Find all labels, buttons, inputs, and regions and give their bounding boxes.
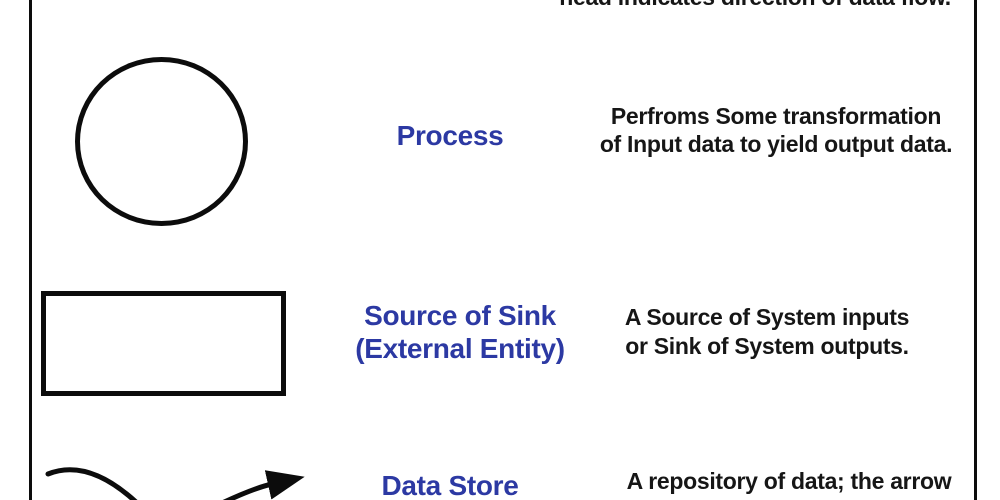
source-sink-label: Source of Sink (External Entity) [340,299,580,365]
source-sink-label-line2: (External Entity) [355,333,565,364]
data-store-curved-arrow-icon [45,467,305,500]
process-label: Process [396,120,504,151]
source-sink-description-line1: A Source of System inputs [624,304,910,330]
frame-left-border [29,0,32,500]
data-store-description: A repository of data; the arrow [626,468,952,494]
process-description-line1: Perfroms Some transformation [610,103,942,129]
source-sink-description-line2: or Sink of System outputs. [625,333,909,359]
source-sink-label-line1: Source of Sink [364,300,556,331]
source-sink-rectangle-icon [41,291,286,396]
frame-right-border [974,0,977,500]
process-description-line2: of Input data to yield output data. [599,131,953,157]
data-store-label: Data Store [381,470,519,500]
process-circle-icon [75,57,248,226]
data-flow-description: head indicates direction of data flow. [520,0,990,9]
source-sink-description: A Source of System inputs or Sink of Sys… [582,303,952,361]
process-description: Perfroms Some transformation of Input da… [586,102,966,158]
